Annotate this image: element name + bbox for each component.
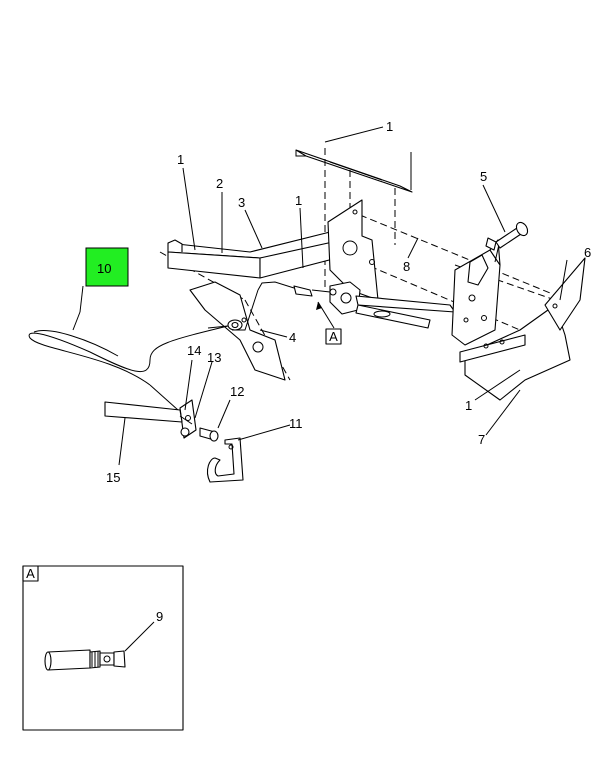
flat-bar — [104, 401, 193, 425]
view-marker-label: A — [329, 329, 338, 344]
cable-clip — [179, 399, 219, 442]
left-under-bracket — [189, 281, 286, 381]
callout-labels: 1 1 2 3 1 5 6 8 1 7 4 11 12 13 14 15 10 — [97, 119, 591, 485]
callout-15: 15 — [106, 470, 120, 485]
bell-crank — [293, 281, 361, 315]
callout-11: 11 — [289, 416, 303, 431]
callout-6: 6 — [584, 245, 591, 260]
callout-1-top: 1 — [386, 119, 393, 134]
callout-14: 14 — [187, 343, 201, 358]
shift-tower — [451, 221, 529, 346]
callout-leaders — [72, 126, 568, 466]
callout-5: 5 — [480, 169, 487, 184]
callout-1-left: 1 — [177, 152, 184, 167]
detail-view-a: A 9 — [22, 565, 184, 731]
j-bracket — [206, 437, 244, 483]
callout-12: 12 — [230, 384, 244, 399]
linkage-rod — [355, 295, 456, 329]
callout-1-center: 1 — [295, 193, 302, 208]
detail-view-label: A — [26, 566, 35, 581]
callout-10: 10 — [97, 261, 111, 276]
mounting-plate — [327, 199, 379, 301]
shift-cable — [28, 281, 295, 411]
grommet — [207, 319, 243, 331]
right-bracket — [459, 257, 586, 401]
callout-3: 3 — [238, 195, 245, 210]
highlight-box-10 — [85, 247, 129, 287]
callout-13: 13 — [207, 350, 221, 365]
callout-1-right: 1 — [465, 398, 472, 413]
view-marker: A — [316, 301, 342, 345]
callout-2: 2 — [216, 176, 223, 191]
callout-9: 9 — [156, 609, 163, 624]
callout-4: 4 — [289, 330, 296, 345]
callout-8: 8 — [403, 259, 410, 274]
callout-7: 7 — [478, 432, 485, 447]
